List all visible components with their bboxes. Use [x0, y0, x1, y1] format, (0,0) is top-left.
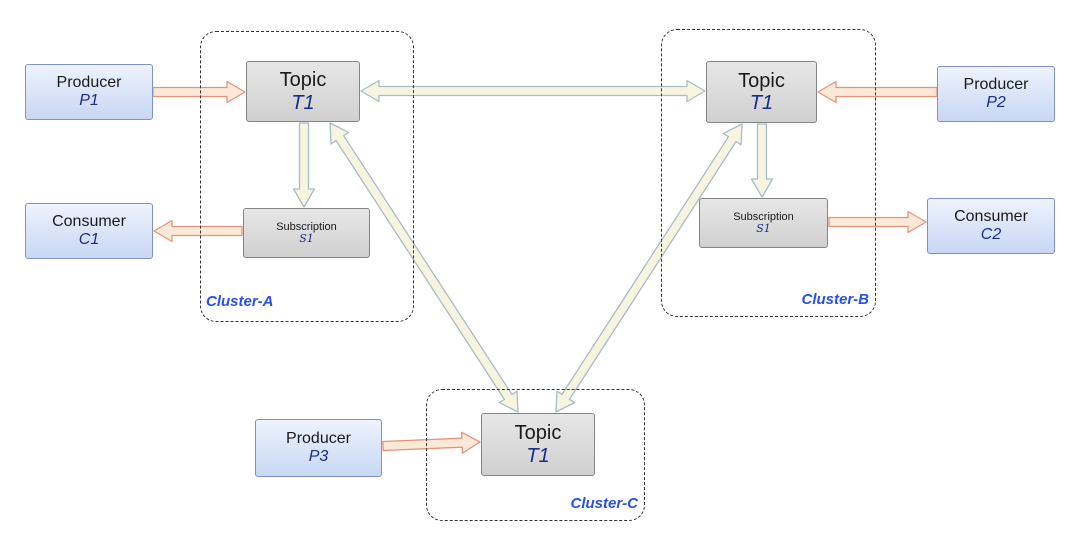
arrow-p3-to-topic-c: [382, 431, 481, 454]
consumer-c2-label: Consumer: [954, 208, 1028, 226]
topic-cluster-a[interactable]: Topic T1: [246, 61, 360, 122]
subscription-a-label: Subscription: [276, 220, 337, 233]
producer-p2[interactable]: Producer P2: [937, 66, 1055, 122]
topic-a-id: T1: [291, 91, 315, 114]
cluster-b: Cluster-B: [661, 29, 876, 317]
producer-p3-label: Producer: [286, 430, 351, 448]
cluster-a-label: Cluster-A: [206, 293, 274, 310]
consumer-c2-id: C2: [980, 226, 1002, 243]
topic-cluster-b[interactable]: Topic T1: [706, 61, 817, 123]
consumer-c2[interactable]: Consumer C2: [927, 198, 1055, 254]
subscription-a-id: S1: [299, 232, 314, 245]
cluster-c: Cluster-C: [426, 389, 645, 521]
producer-p2-label: Producer: [963, 76, 1029, 94]
producer-p2-id: P2: [986, 94, 1006, 111]
arrow-replication-b-c: [555, 123, 743, 413]
subscription-cluster-a[interactable]: Subscription S1: [243, 208, 370, 258]
topic-cluster-c[interactable]: Topic T1: [481, 413, 595, 476]
topic-c-id: T1: [526, 444, 550, 467]
topic-c-label: Topic: [514, 422, 562, 445]
consumer-c1-id: C1: [78, 231, 100, 248]
arrow-p1-to-topic-a: [152, 80, 246, 104]
subscription-cluster-b[interactable]: Subscription S1: [699, 198, 828, 248]
cluster-b-label: Cluster-B: [801, 291, 869, 308]
subscription-b-id: S1: [756, 222, 771, 235]
topic-b-label: Topic: [738, 69, 785, 92]
producer-p3-id: P3: [308, 448, 329, 465]
arrow-subscription-b-to-c2: [828, 210, 927, 234]
producer-p1-id: P1: [79, 92, 99, 109]
cluster-c-label: Cluster-C: [570, 495, 638, 512]
subscription-b-label: Subscription: [733, 210, 794, 223]
topic-a-label: Topic: [279, 69, 327, 92]
arrow-p2-to-topic-b: [817, 80, 938, 104]
cluster-a: Cluster-A: [200, 31, 414, 322]
producer-p1[interactable]: Producer P1: [25, 64, 153, 120]
arrow-topic-a-to-subscription-a: [292, 122, 316, 208]
arrow-topic-b-to-subscription-b: [750, 123, 774, 198]
arrow-replication-a-b: [360, 79, 706, 103]
consumer-c1[interactable]: Consumer C1: [25, 203, 153, 259]
producer-p1-label: Producer: [56, 74, 122, 92]
consumer-c1-label: Consumer: [52, 213, 126, 231]
topic-b-id: T1: [749, 92, 774, 114]
producer-p3[interactable]: Producer P3: [255, 419, 382, 477]
arrow-replication-a-c: [329, 122, 519, 413]
arrow-subscription-a-to-c1: [153, 219, 243, 243]
